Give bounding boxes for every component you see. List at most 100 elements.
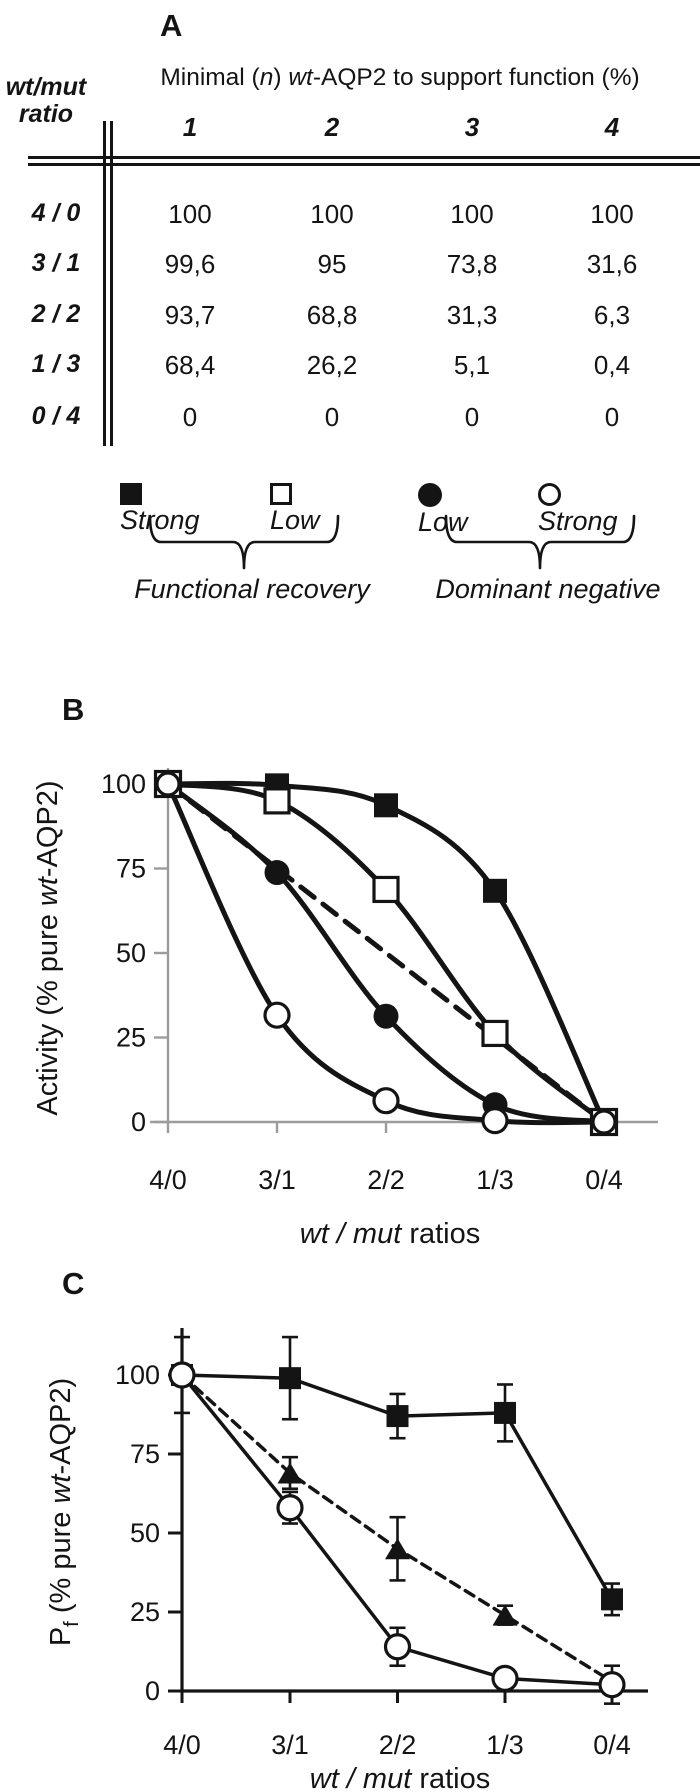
row-header: wt/mut ratio bbox=[0, 74, 96, 128]
c-x-tick-label: 4/0 bbox=[163, 1730, 201, 1760]
table-cell: 68,4 bbox=[164, 350, 216, 380]
open-square-marker bbox=[481, 1019, 509, 1048]
text-segment: wt / mut bbox=[300, 1218, 403, 1250]
table-double-hline-bottom bbox=[28, 163, 700, 166]
filled-circle-icon bbox=[418, 483, 442, 507]
filled-square-marker bbox=[386, 1405, 409, 1428]
legend-item-filled-circle: Low bbox=[418, 483, 468, 538]
b-y-axis-title: Activity (% pure wt-AQP2) bbox=[32, 780, 64, 1115]
text-segment: -AQP2 to support function (%) bbox=[312, 64, 640, 91]
table-cell: 31,3 bbox=[446, 300, 498, 330]
caption-dominant-negative: Dominant negative bbox=[435, 574, 661, 604]
legend-item-filled-square: Strong bbox=[120, 483, 200, 536]
table-cell: 100 bbox=[450, 199, 494, 229]
b-y-tick-label: 50 bbox=[116, 938, 146, 968]
open-circle-icon bbox=[538, 483, 561, 506]
table-cell: 93,7 bbox=[164, 300, 216, 330]
filled-triangle-marker bbox=[385, 1538, 410, 1560]
c-y-tick-label: 50 bbox=[130, 1518, 160, 1548]
row-label: 2 / 2 bbox=[31, 300, 81, 328]
panel-c-label: C bbox=[62, 1266, 85, 1301]
table-cell: 100 bbox=[310, 199, 354, 229]
filled-square-marker bbox=[279, 1367, 301, 1390]
table-cell: 95 bbox=[317, 249, 347, 279]
column-header-4: 4 bbox=[604, 112, 620, 142]
open-circle-marker bbox=[383, 1633, 412, 1661]
b-x-axis-title: wt / mut ratios bbox=[300, 1218, 481, 1250]
b-line-strong-functional-recovery-n1 bbox=[165, 780, 607, 1125]
b-y-tick-label: 75 bbox=[116, 854, 146, 884]
open-circle-marker bbox=[491, 1664, 519, 1692]
text-segment: n bbox=[259, 64, 274, 91]
table-cell: 0 bbox=[324, 402, 340, 432]
b-line-linear-reference-dashed bbox=[165, 781, 607, 1125]
open-circle-marker bbox=[168, 1361, 196, 1389]
c-x-tick-label: 3/1 bbox=[271, 1730, 309, 1760]
text-segment: -AQP2) bbox=[45, 1378, 77, 1475]
text-segment: ratios bbox=[401, 1218, 480, 1250]
table-cell: 0 bbox=[604, 402, 620, 432]
legend-label: Low bbox=[270, 505, 320, 535]
table-cell: 100 bbox=[590, 199, 634, 229]
text-segment: wt bbox=[45, 1473, 77, 1504]
text-segment: -AQP2) bbox=[32, 780, 64, 877]
c-x-tick-label: 2/2 bbox=[379, 1730, 417, 1760]
b-x-tick-label: 2/2 bbox=[367, 1165, 405, 1195]
brace-dominant-negative bbox=[444, 514, 636, 570]
text-segment: wt bbox=[32, 875, 64, 906]
filled-triangle-marker bbox=[492, 1604, 518, 1626]
open-circle-marker bbox=[591, 1109, 617, 1135]
open-circle-marker bbox=[598, 1671, 626, 1699]
table-cell: 73,8 bbox=[446, 249, 498, 279]
legend-label: Low bbox=[418, 507, 468, 537]
c-x-tick-label: 1/3 bbox=[486, 1730, 524, 1760]
legend-item-open-square: Low bbox=[270, 483, 320, 536]
table-cell: 6,3 bbox=[593, 300, 631, 330]
table-cell: 0 bbox=[182, 402, 198, 432]
row-header-line2: ratio bbox=[18, 100, 74, 128]
c-x-tick-label: 0/4 bbox=[593, 1730, 631, 1760]
open-circle-marker bbox=[276, 1494, 304, 1522]
filled-square-marker bbox=[601, 1588, 623, 1611]
b-y-tick-label: 100 bbox=[101, 769, 146, 799]
b-x-tick-label: 1/3 bbox=[476, 1165, 514, 1195]
table-cell: 68,8 bbox=[306, 300, 358, 330]
brace-functional-recovery bbox=[148, 514, 340, 570]
filled-square-marker bbox=[483, 878, 507, 903]
open-square-marker bbox=[263, 787, 291, 815]
c-y-axis-title: Pf (% pure wt-AQP2) bbox=[45, 1378, 83, 1646]
column-header-3: 3 bbox=[464, 112, 480, 142]
open-square-marker bbox=[372, 875, 400, 904]
row-label: 4 / 0 bbox=[31, 199, 81, 227]
table-cell: 26,2 bbox=[306, 350, 358, 380]
text-segment: ratios bbox=[411, 1763, 490, 1792]
text-segment: Minimal ( bbox=[160, 64, 260, 91]
column-header-2: 2 bbox=[324, 112, 340, 142]
open-circle-marker bbox=[155, 771, 181, 797]
open-circle-marker bbox=[372, 1087, 400, 1115]
c-x-axis-title: wt / mut ratios bbox=[310, 1763, 491, 1792]
filled-circle-marker bbox=[264, 860, 290, 886]
filled-square-marker bbox=[374, 793, 398, 818]
text-segment: (% pure bbox=[45, 1504, 77, 1622]
open-circle-marker bbox=[481, 1107, 509, 1135]
table-double-vline-right bbox=[110, 121, 113, 446]
legend-item-open-circle: Strong bbox=[538, 483, 618, 537]
c-y-tick-label: 75 bbox=[130, 1439, 160, 1469]
table-cell: 100 bbox=[168, 199, 212, 229]
filled-triangle-marker bbox=[277, 1462, 303, 1484]
table-double-hline-top bbox=[28, 156, 700, 159]
open-square-icon bbox=[270, 483, 292, 505]
text-segment: P bbox=[45, 1627, 77, 1646]
text-segment: wt bbox=[288, 64, 313, 91]
table-cell: 99,6 bbox=[164, 249, 216, 279]
table-title: Minimal (n) wt-AQP2 to support function … bbox=[100, 64, 700, 92]
b-line-strong-dominant-negative-n4 bbox=[165, 781, 607, 1126]
c-y-tick-label: 25 bbox=[130, 1597, 160, 1627]
row-header-line1: wt/mut bbox=[5, 73, 87, 101]
row-label: 3 / 1 bbox=[31, 249, 81, 277]
table-cell: 31,6 bbox=[586, 249, 638, 279]
c-y-tick-label: 0 bbox=[145, 1676, 160, 1706]
